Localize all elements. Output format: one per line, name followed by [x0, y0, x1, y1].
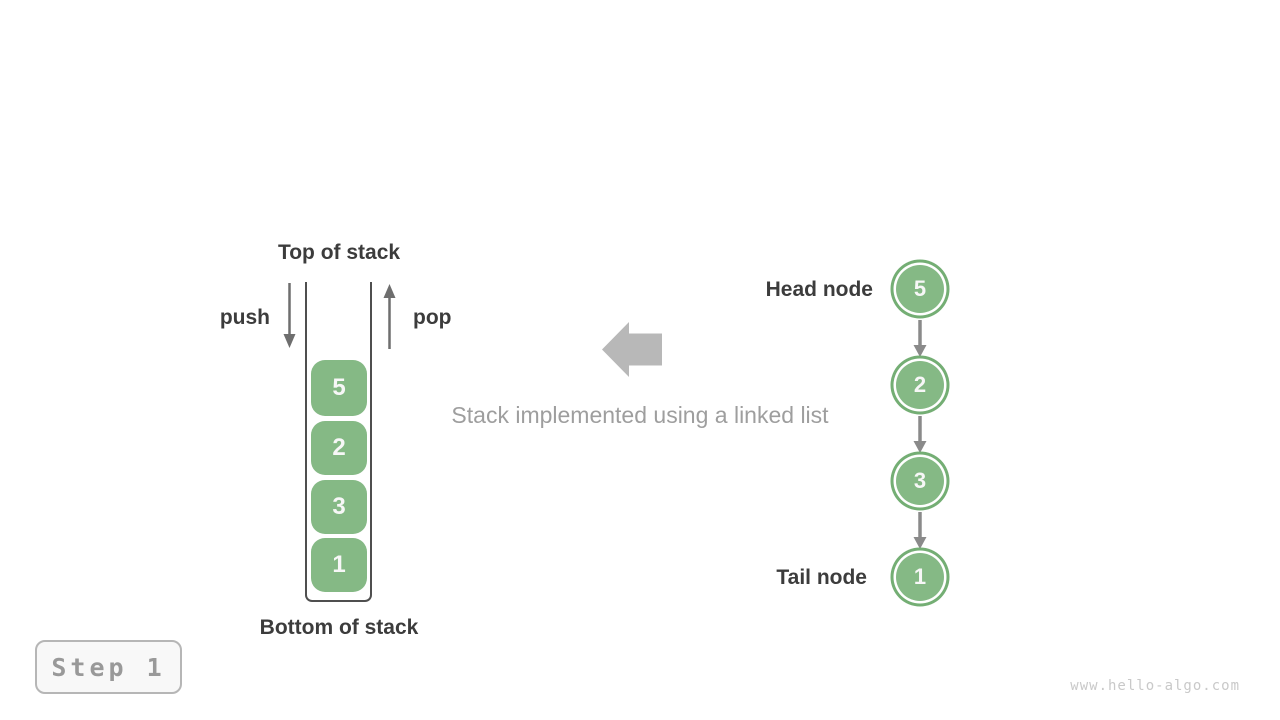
push-down-arrow-icon — [283, 283, 296, 348]
tail-node-label: Tail node — [776, 566, 867, 589]
list-node: 2 — [896, 361, 944, 409]
push-label: push — [219, 306, 270, 329]
list-node: 3 — [896, 457, 944, 505]
stack-block: 5 — [311, 360, 367, 416]
watermark-text: www.hello-algo.com — [1070, 678, 1240, 694]
stack-block: 2 — [311, 421, 367, 475]
list-node: 1 — [896, 553, 944, 601]
pop-up-arrow-icon — [383, 284, 396, 349]
stack-block: 3 — [311, 480, 367, 534]
caption-text: Stack implemented using a linked list — [451, 402, 829, 428]
list-node: 5 — [896, 265, 944, 313]
list-link-arrow-icon — [913, 320, 927, 357]
list-link-arrow-icon — [913, 512, 927, 549]
stack-block: 1 — [311, 538, 367, 592]
bottom-of-stack-label: Bottom of stack — [259, 616, 419, 639]
step-badge: Step 1 — [35, 640, 182, 694]
left-block-arrow-icon — [602, 322, 662, 377]
pop-label: pop — [413, 306, 452, 329]
top-of-stack-label: Top of stack — [277, 241, 401, 264]
head-node-label: Head node — [765, 278, 873, 301]
stack-container — [305, 282, 372, 602]
list-link-arrow-icon — [913, 416, 927, 453]
